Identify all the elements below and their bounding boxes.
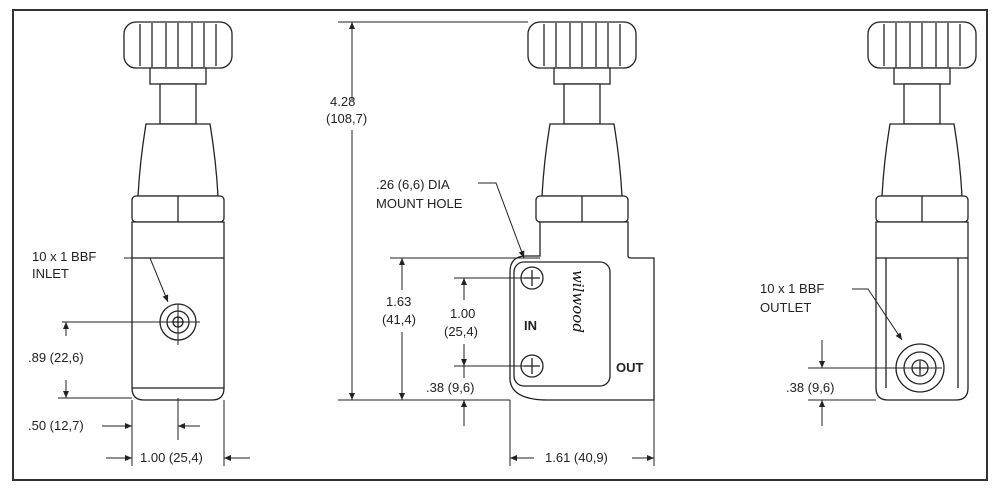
front-mount-hole-note-line1: .26 (6,6) DIA bbox=[376, 177, 450, 192]
front-view bbox=[509, 21, 655, 401]
front-dim-hole-spacing-in: 1.00 bbox=[450, 306, 475, 321]
adjuster-knob-icon bbox=[867, 21, 977, 85]
side-inlet-note-line2: INLET bbox=[32, 266, 69, 281]
adjuster-knob-icon bbox=[527, 21, 637, 85]
front-dim-body-height-in: 1.63 bbox=[386, 294, 411, 309]
side-inlet-note-line1: 10 x 1 BBF bbox=[32, 249, 96, 264]
front-mount-hole-note-line2: MOUNT HOLE bbox=[376, 196, 463, 211]
front-dim-overall-height-in: 4.28 bbox=[330, 94, 355, 109]
rear-outlet-note-line2: OUTLET bbox=[760, 300, 811, 315]
border bbox=[12, 9, 988, 481]
rear-outlet-note-line1: 10 x 1 BBF bbox=[760, 281, 824, 296]
rear-view bbox=[867, 21, 977, 401]
side-dim-width: 1.00 (25,4) bbox=[140, 450, 203, 465]
side-dimensions bbox=[58, 257, 250, 466]
front-dim-hole-spacing-mm: (25,4) bbox=[444, 324, 478, 339]
front-dim-body-width: 1.61 (40,9) bbox=[545, 450, 608, 465]
rear-dim-outlet-offset: .38 (9,6) bbox=[786, 380, 834, 395]
front-dim-hole-offset: .38 (9,6) bbox=[426, 380, 474, 395]
adjuster-knob-icon bbox=[123, 21, 233, 85]
front-dim-body-height-mm: (41,4) bbox=[382, 312, 416, 327]
front-dimensions bbox=[338, 21, 655, 466]
side-view bbox=[123, 21, 233, 401]
rear-dimensions bbox=[808, 288, 942, 426]
side-dim-inlet-offset: .50 (12,7) bbox=[28, 418, 84, 433]
front-label-out: OUT bbox=[616, 360, 644, 375]
front-label-in: IN bbox=[524, 318, 537, 333]
side-dim-inlet-height: .89 (22,6) bbox=[28, 350, 84, 365]
wilwood-logo: wilwood bbox=[569, 270, 587, 333]
front-dim-overall-height-mm: (108,7) bbox=[326, 111, 367, 126]
